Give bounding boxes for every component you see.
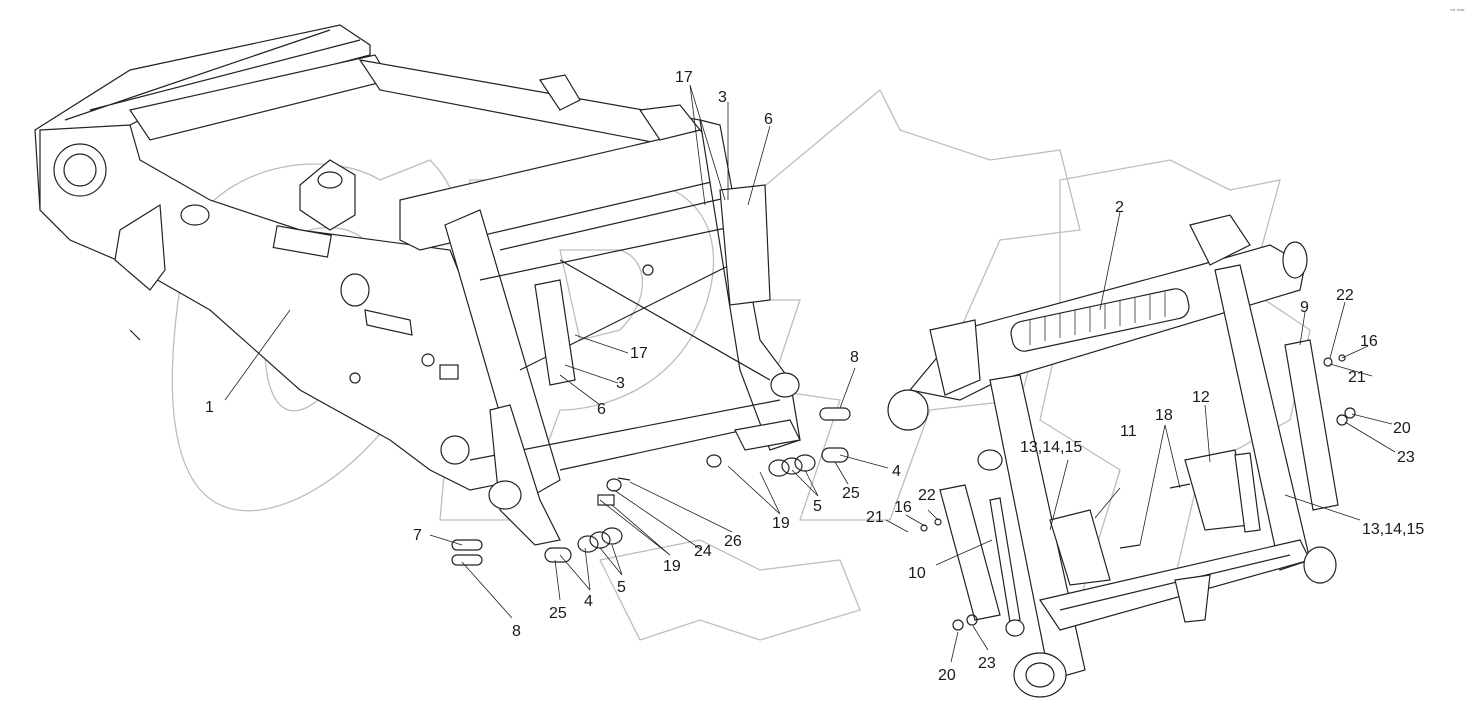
callout-26: 26: [724, 533, 742, 550]
callout-3-top: 3: [718, 89, 727, 106]
callout-16-left: 16: [894, 499, 912, 516]
callout-13-14-15-left: 13,14,15: [1020, 439, 1082, 456]
callout-17-top: 17: [675, 69, 693, 86]
right-frame-assembly: [887, 214, 1339, 698]
callout-22-right: 22: [1336, 287, 1354, 304]
callout-20-right: 20: [1393, 420, 1411, 437]
callout-19-right: 19: [772, 515, 790, 532]
callout-20-left: 20: [938, 667, 956, 684]
callout-2: 2: [1115, 199, 1124, 216]
callout-6-mid: 6: [597, 401, 606, 418]
callout-13-14-15-right: 13,14,15: [1362, 521, 1424, 538]
callout-21-right: 21: [1348, 369, 1366, 386]
callout-22-left: 22: [918, 487, 936, 504]
main-frame-assembly: [34, 24, 801, 546]
callout-4-right: 4: [892, 463, 901, 480]
callout-16-right: 16: [1360, 333, 1378, 350]
callout-1: 1: [205, 399, 214, 416]
callout-23-right: 23: [1397, 449, 1415, 466]
callout-4-left: 4: [584, 593, 593, 610]
corner-mark: ◦▫ ▫▫▫: [1450, 7, 1464, 14]
callout-8-right: 8: [850, 349, 859, 366]
callout-10: 10: [908, 565, 926, 582]
callout-21-left: 21: [866, 509, 884, 526]
leader-lines: [224, 84, 1396, 663]
callout-5-left: 5: [617, 579, 626, 596]
callout-25-left: 25: [549, 605, 567, 622]
callout-19-left: 19: [663, 558, 681, 575]
callout-9: 9: [1300, 299, 1309, 316]
right-loose-hardware: [920, 354, 1356, 631]
callout-18: 18: [1155, 407, 1173, 424]
callout-3-mid: 3: [616, 375, 625, 392]
callout-25-right: 25: [842, 485, 860, 502]
callout-labels: 1 2 3 3 4 4 5 5 6 6 7 8 8 9 10 11 12 13,…: [205, 69, 1424, 684]
callout-6-top: 6: [764, 111, 773, 128]
callout-11: 11: [1120, 423, 1137, 440]
callout-17-mid: 17: [630, 345, 648, 362]
callout-8-left: 8: [512, 623, 521, 640]
callout-5-right: 5: [813, 498, 822, 515]
left-loose-parts: [451, 407, 851, 566]
callout-24: 24: [694, 543, 712, 560]
callout-7: 7: [413, 527, 422, 544]
callout-23-left: 23: [978, 655, 996, 672]
callout-12: 12: [1192, 389, 1210, 406]
